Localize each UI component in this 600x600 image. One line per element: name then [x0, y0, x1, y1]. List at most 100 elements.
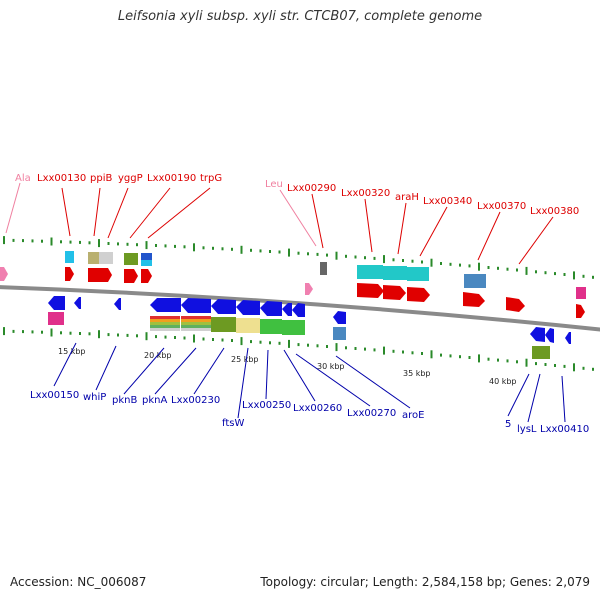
feature-box-lxx00320[interactable]	[357, 265, 383, 279]
bottom-tick-54	[516, 360, 518, 364]
top-tick-20	[193, 243, 195, 252]
gene-arrow-lxx00230[interactable]	[181, 298, 211, 313]
feature-box-ppib-2[interactable]	[99, 252, 113, 264]
gene-arrow-aroe[interactable]	[292, 303, 305, 317]
top-tick-13	[126, 242, 129, 246]
gene-arrow-lxx00390[interactable]	[576, 304, 585, 318]
leader-ftsw	[237, 347, 249, 419]
top-tick-3	[31, 239, 34, 243]
feature-box-arah[interactable]	[407, 267, 429, 281]
bottom-tick-22	[212, 338, 214, 341]
top-tick-22	[212, 246, 214, 250]
label-lxx00410[interactable]: Lxx00410	[540, 424, 589, 435]
gene-arrow-lxx00150[interactable]	[48, 296, 65, 310]
label-lxx00380[interactable]: Lxx00380	[530, 206, 579, 217]
label-ppib[interactable]: ppiB	[90, 173, 112, 184]
feature-box-lxx00280[interactable]	[333, 327, 346, 340]
label-ftsw[interactable]: ftsW	[222, 418, 244, 429]
top-tick-48	[459, 263, 461, 267]
bottom-tick-45	[430, 350, 433, 359]
feature-box-lxx00370[interactable]	[464, 274, 486, 288]
label-5[interactable]: 5	[505, 419, 511, 430]
label-lxx00290[interactable]: Lxx00290	[287, 183, 336, 194]
bottom-tick-33	[316, 344, 319, 348]
gene-arrow-lxx00370[interactable]	[463, 292, 485, 307]
label-aroe[interactable]: aroE	[402, 410, 424, 421]
gene-arrow-lxx00380[interactable]	[506, 297, 525, 312]
gene-arrow-lxx00410[interactable]	[565, 332, 571, 344]
label-lxx00250[interactable]: Lxx00250	[242, 400, 291, 411]
trna-leu-arrow[interactable]	[305, 283, 313, 295]
label-lxx00340[interactable]: Lxx00340	[423, 196, 472, 207]
feature-box-lxx00400[interactable]	[532, 346, 550, 359]
leader-lxx00320	[364, 198, 373, 253]
top-tick-56	[535, 270, 537, 274]
label-lxx00370[interactable]: Lxx00370	[477, 201, 526, 212]
gene-arrow-5[interactable]	[530, 327, 545, 342]
label-lxx00130[interactable]: Lxx00130	[37, 173, 86, 184]
top-tick-19	[183, 245, 186, 249]
bottom-tick-60	[573, 363, 575, 372]
leader-lysl	[527, 373, 541, 423]
label-yggp[interactable]: yggP	[118, 173, 143, 184]
feature-box-lxx00190[interactable]	[141, 253, 152, 260]
label-lxx00320[interactable]: Lxx00320	[341, 188, 390, 199]
feature-box-lxx00320-2[interactable]	[383, 266, 407, 280]
leader-lxx00380	[518, 216, 554, 265]
gene-arrow-pkna[interactable]	[150, 298, 181, 312]
bottom-tick-8	[79, 332, 81, 335]
feature-box-ppib[interactable]	[88, 252, 99, 264]
label-arah[interactable]: araH	[395, 192, 419, 203]
feature-box-lxx00290[interactable]	[320, 262, 327, 275]
feature-box-lxx00380[interactable]	[576, 287, 586, 299]
gene-arrow-lxx00190[interactable]	[141, 269, 152, 283]
gene-arrow-lxx00280[interactable]	[333, 311, 346, 324]
label-lxx00150[interactable]: Lxx00150	[30, 390, 79, 401]
top-tick-36	[345, 254, 347, 258]
bottom-tick-18	[174, 336, 176, 339]
label-pknb[interactable]: pknB	[112, 395, 137, 406]
top-tick-51	[487, 266, 490, 269]
gene-arrow-lysl[interactable]	[545, 328, 554, 343]
bottom-tick-52	[497, 358, 499, 362]
feature-box-lxx00130[interactable]	[65, 251, 74, 263]
ruler-label-35kbp: 35 kbp	[403, 369, 431, 378]
gene-arrow-lxx00270[interactable]	[282, 303, 292, 316]
top-tick-10	[98, 239, 100, 248]
gene-arrow-lxx00130[interactable]	[65, 267, 74, 281]
feature-box-yggp[interactable]	[124, 253, 138, 265]
label-leu[interactable]: Leu	[265, 179, 283, 190]
top-tick-16	[155, 244, 157, 247]
top-tick-28	[269, 250, 271, 253]
trna-ala-arrow[interactable]	[0, 267, 8, 281]
label-ala[interactable]: Ala	[15, 173, 31, 184]
label-lxx00230[interactable]: Lxx00230	[171, 395, 220, 406]
gene-arrow-yggp[interactable]	[124, 269, 138, 283]
top-tick-61	[582, 274, 585, 278]
leader-lxx00340	[419, 206, 448, 257]
gene-arrow-lxx00260[interactable]	[260, 301, 282, 316]
gene-arrow-lxx00250[interactable]	[236, 300, 260, 315]
gene-arrow-whip[interactable]	[74, 297, 81, 309]
label-pkna[interactable]: pknA	[142, 395, 167, 406]
label-lxx00260[interactable]: Lxx00260	[293, 403, 342, 414]
feature-box-lxx00150[interactable]	[48, 312, 64, 325]
label-lxx00270[interactable]: Lxx00270	[347, 408, 396, 419]
gene-arrow-lxx00340[interactable]	[407, 287, 430, 302]
bottom-tick-3	[31, 330, 34, 334]
label-lysl[interactable]: lysL	[517, 424, 537, 435]
top-tick-59	[563, 273, 566, 276]
label-whip[interactable]: whiP	[83, 392, 106, 403]
gene-arrow-ftsw[interactable]	[211, 299, 236, 314]
gene-arrow-pknb[interactable]	[114, 298, 121, 310]
gene-arrow-arah[interactable]	[383, 285, 406, 300]
label-trpg[interactable]: trpG	[200, 173, 222, 184]
top-tick-42	[402, 259, 404, 262]
feature-box-lxx00190-2[interactable]	[141, 260, 152, 266]
bottom-tick-40	[383, 346, 385, 355]
gene-arrow-ppib-2[interactable]	[99, 268, 112, 282]
top-tick-34	[326, 253, 328, 257]
label-lxx00190[interactable]: Lxx00190	[147, 173, 196, 184]
gene-arrow-lxx00320[interactable]	[357, 283, 384, 298]
leader-lxx00370	[477, 211, 501, 261]
